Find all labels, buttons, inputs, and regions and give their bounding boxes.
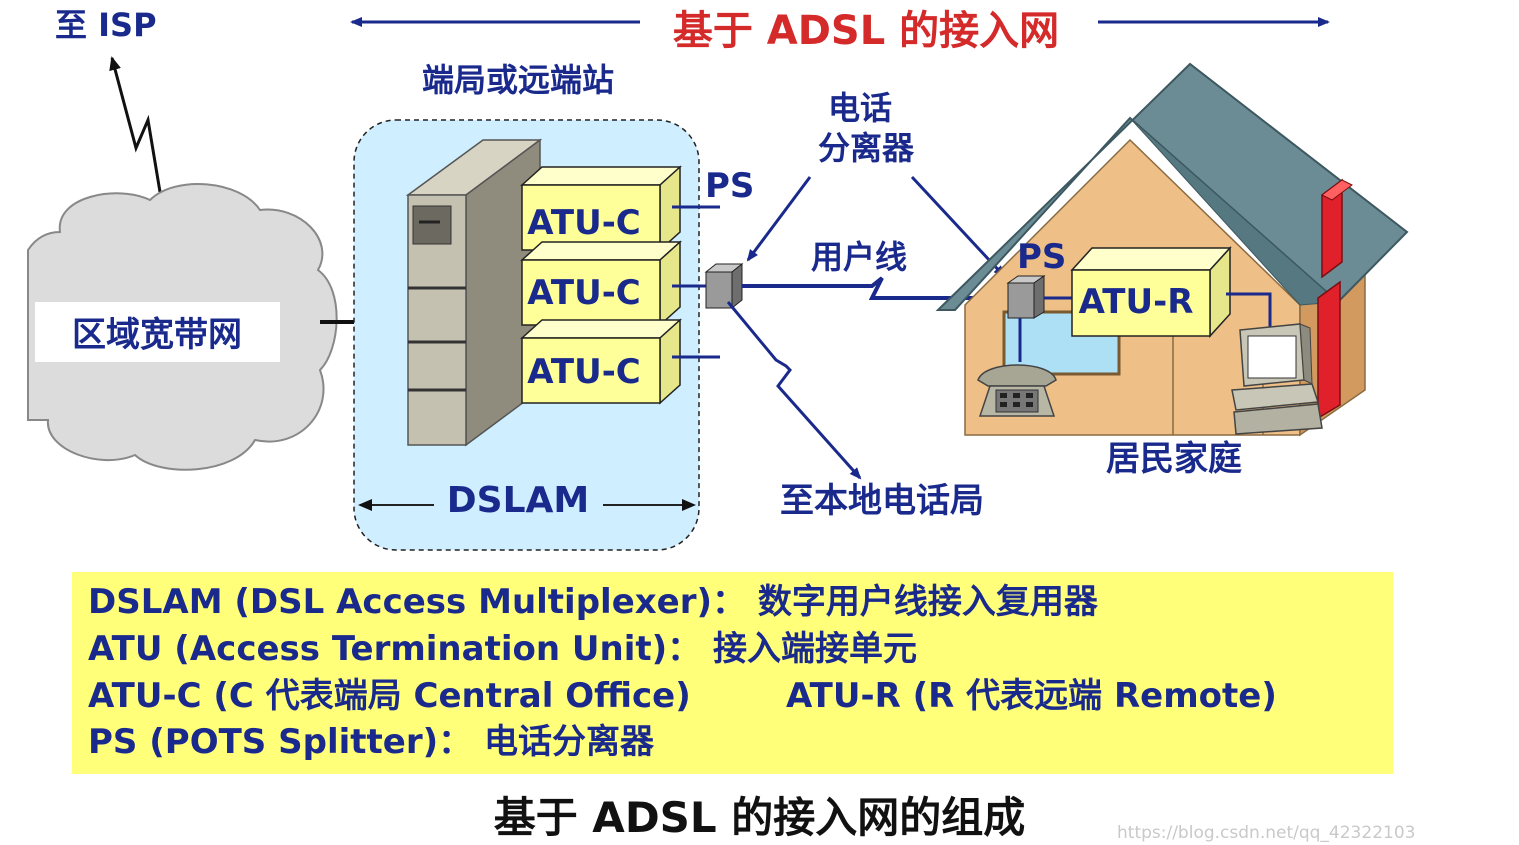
user-line	[742, 276, 1008, 300]
cloud-label: 区域宽带网	[72, 315, 242, 355]
cloud-label-box	[35, 302, 280, 362]
watermark: https://blog.csdn.net/qq_42322103	[1117, 823, 1416, 843]
local-office-label: 至本地电话局	[780, 481, 984, 521]
to-isp-label: 至 ISP	[55, 6, 157, 44]
splitter-pointer-left	[746, 176, 812, 262]
left-splitter-icon	[704, 262, 744, 310]
splitter-label-line2: 分离器	[818, 129, 915, 167]
telephone-icon	[977, 364, 1057, 417]
figure-caption: 基于 ADSL 的接入网的组成	[493, 793, 1026, 842]
legend-box: DSLAM (DSL Access Multiplexer)： 数字用户线接入复…	[72, 572, 1393, 774]
user-line-label: 用户线	[811, 238, 907, 276]
isp-lightning-icon	[109, 56, 162, 193]
atu-r-box	[1070, 246, 1232, 338]
atu-c-label: ATU-C	[527, 273, 641, 313]
computer-icon	[1231, 323, 1323, 435]
ps-right-label: PS	[1017, 237, 1066, 277]
legend-atu: ATU (Access Termination Unit)： 接入端接单元	[88, 629, 917, 669]
home-label: 居民家庭	[1106, 439, 1242, 479]
local-office-line	[726, 301, 862, 480]
atu-c-label: ATU-C	[527, 352, 641, 392]
atu-r-label: ATU-R	[1079, 282, 1194, 322]
legend-atu-r: ATU-R (R 代表远端 Remote)	[786, 676, 1277, 716]
right-splitter-icon	[1006, 275, 1046, 319]
ps-left-label: PS	[705, 166, 754, 206]
legend-atu-c: ATU-C (C 代表端局 Central Office)	[88, 676, 691, 716]
atu-c-box	[520, 240, 682, 327]
diagram-title: 基于 ADSL 的接入网	[673, 8, 1059, 54]
splitter-label-line1: 电话	[828, 89, 892, 127]
dslam-label: DSLAM	[447, 480, 589, 521]
legend-ps: PS (POTS Splitter)： 电话分离器	[88, 722, 654, 762]
central-office-label: 端局或远端站	[422, 61, 614, 99]
atu-c-label: ATU-C	[527, 203, 641, 243]
atur-computer-link	[1226, 292, 1272, 334]
atu-c-box	[520, 165, 682, 252]
legend-dslam: DSLAM (DSL Access Multiplexer)： 数字用户线接入复…	[88, 582, 1098, 622]
atu-c-box	[520, 318, 682, 405]
